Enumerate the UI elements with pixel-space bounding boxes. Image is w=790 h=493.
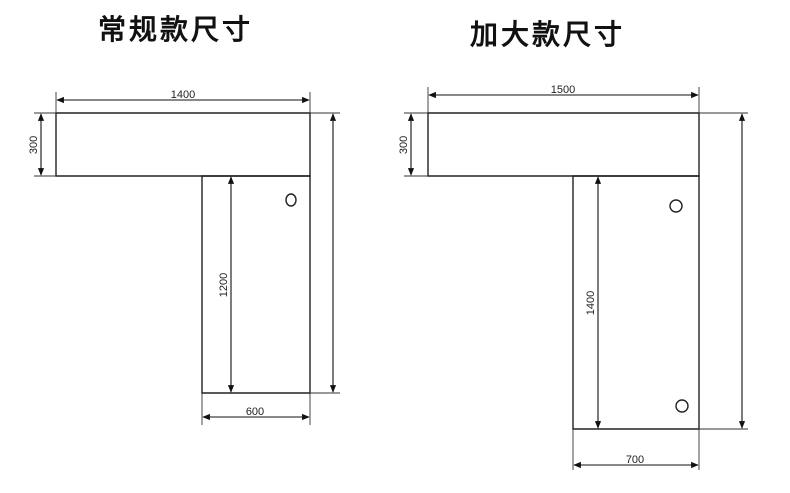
standard-leg-width-label: 600 (246, 406, 264, 418)
large-grommet-hole-bottom (675, 399, 689, 413)
large-grommet-hole-top (669, 199, 683, 213)
standard-width-label: 1400 (171, 89, 195, 101)
large-width-label: 1500 (551, 84, 575, 96)
standard-top-outline (55, 112, 311, 177)
standard-size-title: 常规款尺寸 (98, 13, 254, 46)
large-size-title: 加大款尺寸 (470, 18, 626, 51)
large-leg-length-label: 1400 (585, 291, 597, 315)
large-top-outline (427, 112, 700, 177)
standard-grommet-hole (285, 193, 297, 207)
standard-depth-label: 300 (28, 136, 40, 154)
large-diagram: 1500 300 1400 700 (398, 84, 748, 470)
large-leg-width-label: 700 (626, 454, 644, 466)
large-depth-label: 300 (398, 136, 410, 154)
standard-diagram: 1400 300 1200 600 (28, 89, 340, 425)
standard-leg-length-label: 1200 (218, 273, 230, 297)
